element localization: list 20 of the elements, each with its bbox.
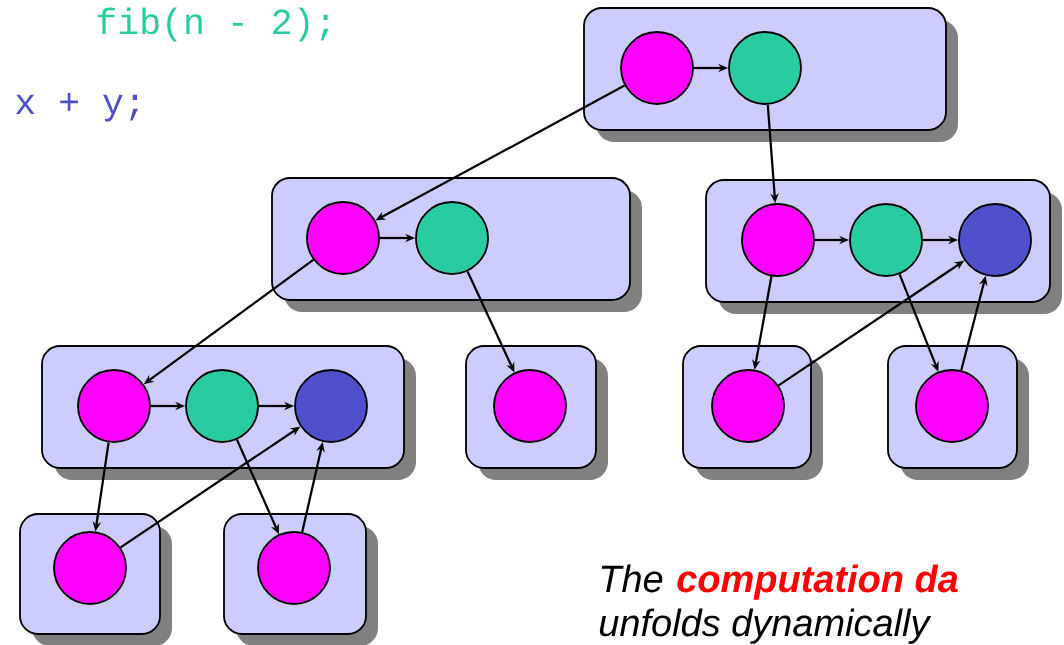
caption-text: computation da [677, 564, 958, 600]
code-line: x + y; [15, 92, 138, 122]
thread-circle [294, 369, 368, 443]
thread-circle [53, 531, 127, 605]
thread-circle [257, 531, 331, 605]
thread-circle [915, 369, 989, 443]
thread-circle [493, 369, 567, 443]
thread-circle [711, 369, 785, 443]
code-line: fib(n - 2); [97, 7, 329, 42]
thread-circle [415, 201, 489, 275]
thread-circle [77, 369, 151, 443]
thread-circle [728, 31, 802, 105]
caption-text: unfolds dynamically [599, 608, 932, 644]
thread-circle [620, 31, 694, 105]
thread-circle [185, 369, 259, 443]
thread-circle [958, 203, 1032, 277]
thread-circle [741, 203, 815, 277]
thread-circle [849, 203, 923, 277]
caption-text: The [601, 564, 663, 593]
thread-circle [306, 201, 380, 275]
